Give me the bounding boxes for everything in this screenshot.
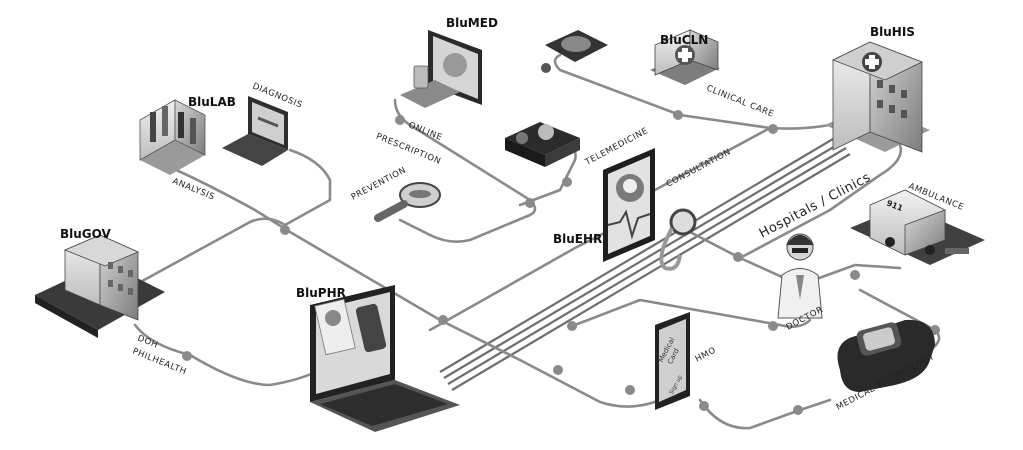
phr-laptop-icon <box>310 285 460 432</box>
brand-blulab: BluLAB <box>188 95 236 109</box>
node <box>733 252 743 262</box>
label-online: ONLINE <box>407 121 444 144</box>
line-ambulance <box>738 256 902 287</box>
trunk-line-4 <box>451 153 851 391</box>
hmo-phone-icon <box>655 312 690 410</box>
medical-kit-icon <box>650 29 720 85</box>
connection-lines <box>133 53 941 430</box>
line-online-prescription <box>393 98 537 243</box>
government-building-icon <box>35 234 165 338</box>
node <box>567 321 577 331</box>
node <box>793 405 803 415</box>
node <box>768 124 778 134</box>
trunk-line-2 <box>443 141 843 379</box>
brand-blugov: BluGOV <box>60 227 112 241</box>
line-consultation <box>653 126 772 192</box>
node <box>553 365 563 375</box>
blood-pressure-cuff-icon <box>541 30 608 73</box>
line-hmo-device <box>698 398 832 430</box>
stethoscope-icon <box>659 208 697 271</box>
doctor-icon <box>777 233 823 319</box>
magnifier-icon <box>374 182 441 222</box>
node <box>438 315 448 325</box>
line-hospitals <box>688 143 903 260</box>
lab-tubes-icon <box>139 99 206 175</box>
brand-blumed: BluMED <box>446 16 498 30</box>
node <box>850 270 860 280</box>
line-doh-philhealth <box>133 323 322 387</box>
brand-bluhis: BluHIS <box>870 25 915 39</box>
trunk-line-1 <box>439 135 839 373</box>
ambulance-icon <box>850 189 985 265</box>
brand-bluphr: BluPHR <box>296 286 346 300</box>
node <box>699 401 709 411</box>
node <box>525 198 535 208</box>
line-gov-diagnosis <box>133 148 332 287</box>
node <box>280 225 290 235</box>
label-hospitals-clinics: Hospitals / Clinics <box>757 170 874 241</box>
trunk-line-3 <box>447 147 847 385</box>
node <box>562 177 572 187</box>
line-analysis <box>163 163 662 408</box>
node <box>673 110 683 120</box>
node <box>625 385 635 395</box>
node <box>768 321 778 331</box>
brand-bluehr: BluEHR <box>553 232 602 246</box>
label-consultation: CONSULTATION <box>665 147 733 190</box>
blumed-monitor-icon <box>400 30 482 108</box>
diagnosis-laptop-icon <box>222 96 288 166</box>
label-analysis: ANALYSIS <box>171 177 216 203</box>
brand-blucln: BluCLN <box>660 33 708 47</box>
node <box>182 351 192 361</box>
hospital-building-icon <box>825 41 930 153</box>
ehr-tablet-icon <box>603 148 655 262</box>
node <box>395 115 405 125</box>
telemedicine-device-icon <box>505 122 580 167</box>
line-doctor <box>573 298 812 328</box>
label-hmo: HMO <box>694 345 718 364</box>
smartwatch-icon <box>837 319 935 392</box>
label-clinical-care: CLINICAL CARE <box>705 84 776 120</box>
junction-nodes <box>182 110 940 415</box>
